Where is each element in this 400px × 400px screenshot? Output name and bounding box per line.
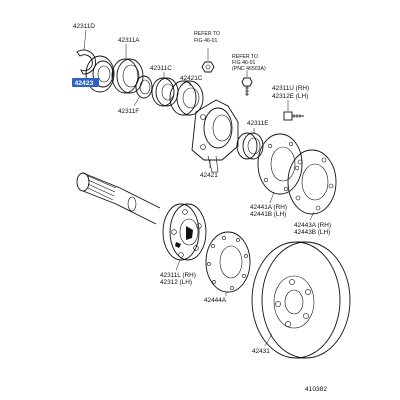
oil-seal-42311A[interactable] [111,58,144,94]
label-42311U-rh: 42311U (RH) [272,85,309,92]
seal-42311C[interactable] [151,77,179,107]
ref2-line1: REFER TO [232,54,258,60]
bearing-42421C[interactable] [169,80,204,116]
label-42421: 42421 [200,172,218,179]
figure-code: 410382 [305,386,327,393]
o-ring-42311E[interactable] [236,132,264,160]
bearing-case-42421[interactable] [191,99,239,173]
gasket-42441A-42441B[interactable] [257,133,303,195]
label-42423-highlight[interactable]: 42423 [72,78,99,87]
backing-plate-42443A-42443B[interactable] [287,149,337,215]
label-42441B-lh: 42441B (LH) [250,211,286,218]
label-42311E: 42311E [247,120,269,127]
label-42311D: 42311D [73,23,95,30]
label-42443B-lh: 42443B (LH) [294,229,330,236]
spacer-42311F[interactable] [135,75,153,99]
label-42311L-rh: 42311L (RH) [160,272,196,279]
nut-ref-46-01[interactable] [201,61,215,73]
label-42431: 42431 [252,348,270,355]
brake-drum-42431[interactable] [251,241,351,359]
ref2-line2: FIG 46-01 [232,60,255,66]
ref2-line3: (PNC 46503A) [232,66,266,72]
label-42421C: 42421C [180,75,203,82]
label-42443A-rh: 42443A (RH) [294,222,331,229]
bearing-retainer-42423[interactable] [85,55,115,93]
axle-shaft-42311L-42312[interactable] [76,172,207,261]
label-42312-lh: 42312 (LH) [160,279,192,286]
ref1-line1: REFER TO [194,31,220,37]
label-42423: 42423 [75,80,94,87]
label-42311A: 42311A [118,37,140,44]
gasket-42444A[interactable] [205,231,251,293]
stud-ref-46503A[interactable] [241,77,253,96]
label-42311C: 42311C [150,65,172,72]
snap-ring-42311D[interactable] [76,49,97,75]
ref1-line2: FIG 46-01 [194,38,217,44]
label-42311F: 42311F [118,108,139,115]
label-42312E-lh: 42312E (LH) [272,93,308,100]
label-42441A-rh: 42441A (RH) [250,204,287,211]
hub-bolt-42311U-42312E[interactable] [283,111,304,121]
label-42444A: 42444A [204,297,227,304]
